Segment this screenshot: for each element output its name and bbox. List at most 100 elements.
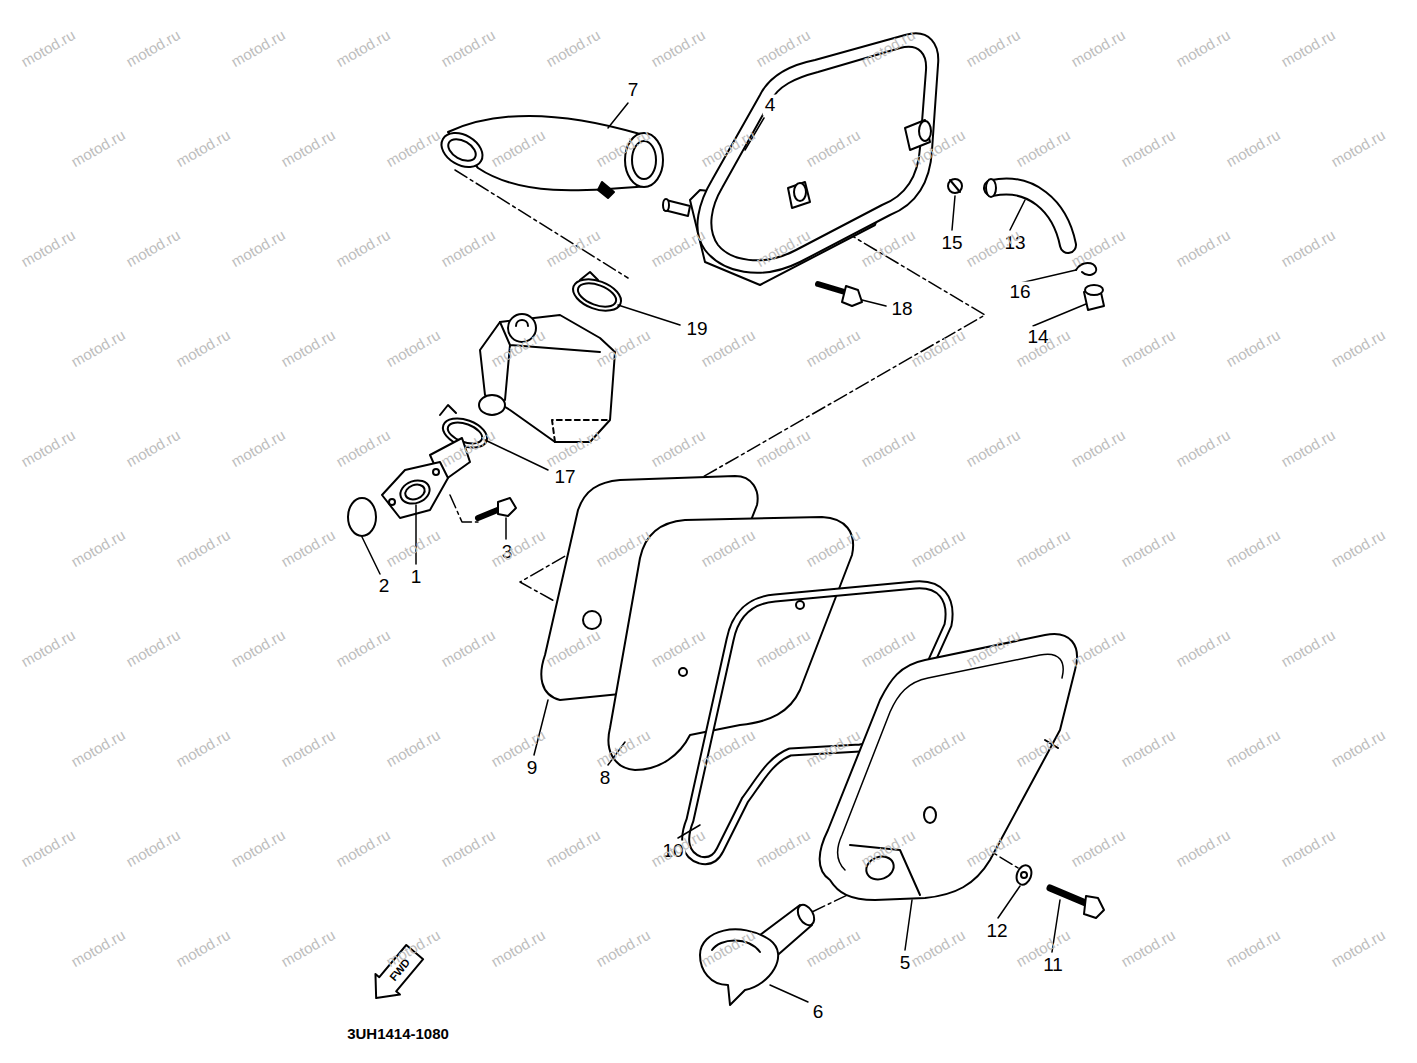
watermark: motod.ru [698,726,758,770]
callout-number: 15 [939,233,964,254]
watermark: motod.ru [1328,926,1388,970]
watermark: motod.ru [1278,826,1338,870]
watermark: motod.ru [1013,726,1073,770]
watermark: motod.ru [383,926,443,970]
watermark: motod.ru [488,526,548,570]
watermark: motod.ru [543,226,603,270]
watermark: motod.ru [593,926,653,970]
callout-number: 1 [409,567,424,588]
watermark: motod.ru [1068,226,1128,270]
watermark: motod.ru [1068,426,1128,470]
watermark: motod.ru [228,26,288,70]
watermark: motod.ru [753,426,813,470]
watermark: motod.ru [1118,126,1178,170]
watermark: motod.ru [173,326,233,370]
watermark: motod.ru [68,326,128,370]
diagram-code: 3UH1414-1080 [345,1025,451,1042]
watermark: motod.ru [1328,526,1388,570]
watermark: motod.ru [803,926,863,970]
watermark: motod.ru [858,626,918,670]
watermark: motod.ru [173,526,233,570]
watermark: motod.ru [333,426,393,470]
watermark: motod.ru [1223,726,1283,770]
watermark: motod.ru [1173,426,1233,470]
watermark: motod.ru [1278,626,1338,670]
watermark: motod.ru [963,426,1023,470]
watermark: motod.ru [123,626,183,670]
watermark: motod.ru [1223,326,1283,370]
watermark: motod.ru [698,126,758,170]
watermark: motod.ru [1173,626,1233,670]
watermark: motod.ru [123,226,183,270]
watermark: motod.ru [278,326,338,370]
air-box-cover [820,634,1077,900]
watermark: motod.ru [543,826,603,870]
watermark: motod.ru [488,926,548,970]
watermark: motod.ru [488,126,548,170]
watermark: motod.ru [1173,226,1233,270]
watermark: motod.ru [383,726,443,770]
watermark: motod.ru [803,526,863,570]
watermark: motod.ru [278,926,338,970]
callout-number: 18 [889,299,914,320]
air-box-case [663,33,938,285]
watermark: motod.ru [1173,826,1233,870]
watermark: motod.ru [68,126,128,170]
watermark: motod.ru [858,826,918,870]
watermark: motod.ru [383,126,443,170]
watermark: motod.ru [1118,926,1178,970]
watermark: motod.ru [278,726,338,770]
watermark: motod.ru [228,426,288,470]
watermark: motod.ru [648,626,708,670]
watermark: motod.ru [1118,326,1178,370]
watermark: motod.ru [438,826,498,870]
watermark: motod.ru [963,626,1023,670]
watermark: motod.ru [543,26,603,70]
callout-number: 8 [598,768,613,789]
watermark: motod.ru [593,126,653,170]
watermark: motod.ru [858,26,918,70]
watermark: motod.ru [18,226,78,270]
watermark: motod.ru [908,726,968,770]
callout-number: 11 [1041,955,1065,976]
watermark: motod.ru [383,326,443,370]
watermark: motod.ru [648,426,708,470]
callout-number: 19 [684,319,709,340]
watermark: motod.ru [908,326,968,370]
watermark: motod.ru [333,226,393,270]
watermark: motod.ru [1068,826,1128,870]
watermark: motod.ru [963,826,1023,870]
watermark: motod.ru [858,226,918,270]
watermark: motod.ru [1278,26,1338,70]
watermark: motod.ru [1223,926,1283,970]
watermark: motod.ru [333,826,393,870]
watermark: motod.ru [858,426,918,470]
watermark: motod.ru [438,226,498,270]
watermark: motod.ru [438,426,498,470]
watermark: motod.ru [1013,526,1073,570]
callout-number: 6 [811,1002,826,1023]
breather-parts [818,179,1104,310]
watermark: motod.ru [333,626,393,670]
intake-joint [348,438,516,536]
watermark: motod.ru [68,526,128,570]
watermark: motod.ru [18,426,78,470]
watermark: motod.ru [1328,126,1388,170]
watermark: motod.ru [488,326,548,370]
callout-number: 17 [552,467,577,488]
watermark: motod.ru [1068,26,1128,70]
watermark: motod.ru [1118,526,1178,570]
watermark: motod.ru [753,26,813,70]
intake-duct [435,116,663,198]
watermark: motod.ru [1328,326,1388,370]
watermark: motod.ru [908,926,968,970]
watermark: motod.ru [593,326,653,370]
callout-number: 7 [626,80,641,101]
watermark: motod.ru [1278,426,1338,470]
carburetor [479,314,615,442]
watermark: motod.ru [1118,726,1178,770]
watermark: motod.ru [648,26,708,70]
watermark: motod.ru [1328,726,1388,770]
watermark: motod.ru [698,526,758,570]
watermark: motod.ru [383,526,443,570]
